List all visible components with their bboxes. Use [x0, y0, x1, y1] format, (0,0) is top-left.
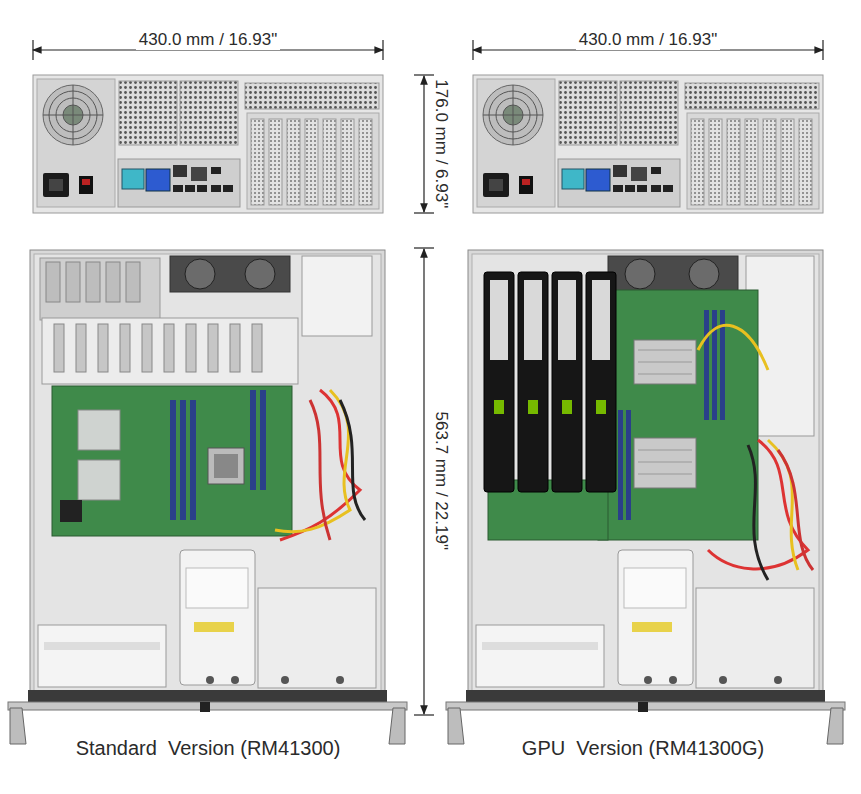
caption-label: GPU Version (RM41300G): [522, 737, 764, 760]
dimension-label: 563.7 mm / 22.19": [431, 409, 451, 553]
dimension-label: 430.0 mm / 16.93": [576, 30, 720, 50]
rear-panel: [473, 75, 823, 213]
dimension-label: 176.0 mm / 6.93": [431, 77, 451, 212]
dimension-label: 430.0 mm / 16.93": [136, 30, 280, 50]
gpu-interior: [446, 250, 845, 744]
standard-interior: [8, 250, 407, 744]
caption-label: Standard Version (RM41300): [76, 737, 341, 760]
rear-panel: [33, 75, 383, 213]
